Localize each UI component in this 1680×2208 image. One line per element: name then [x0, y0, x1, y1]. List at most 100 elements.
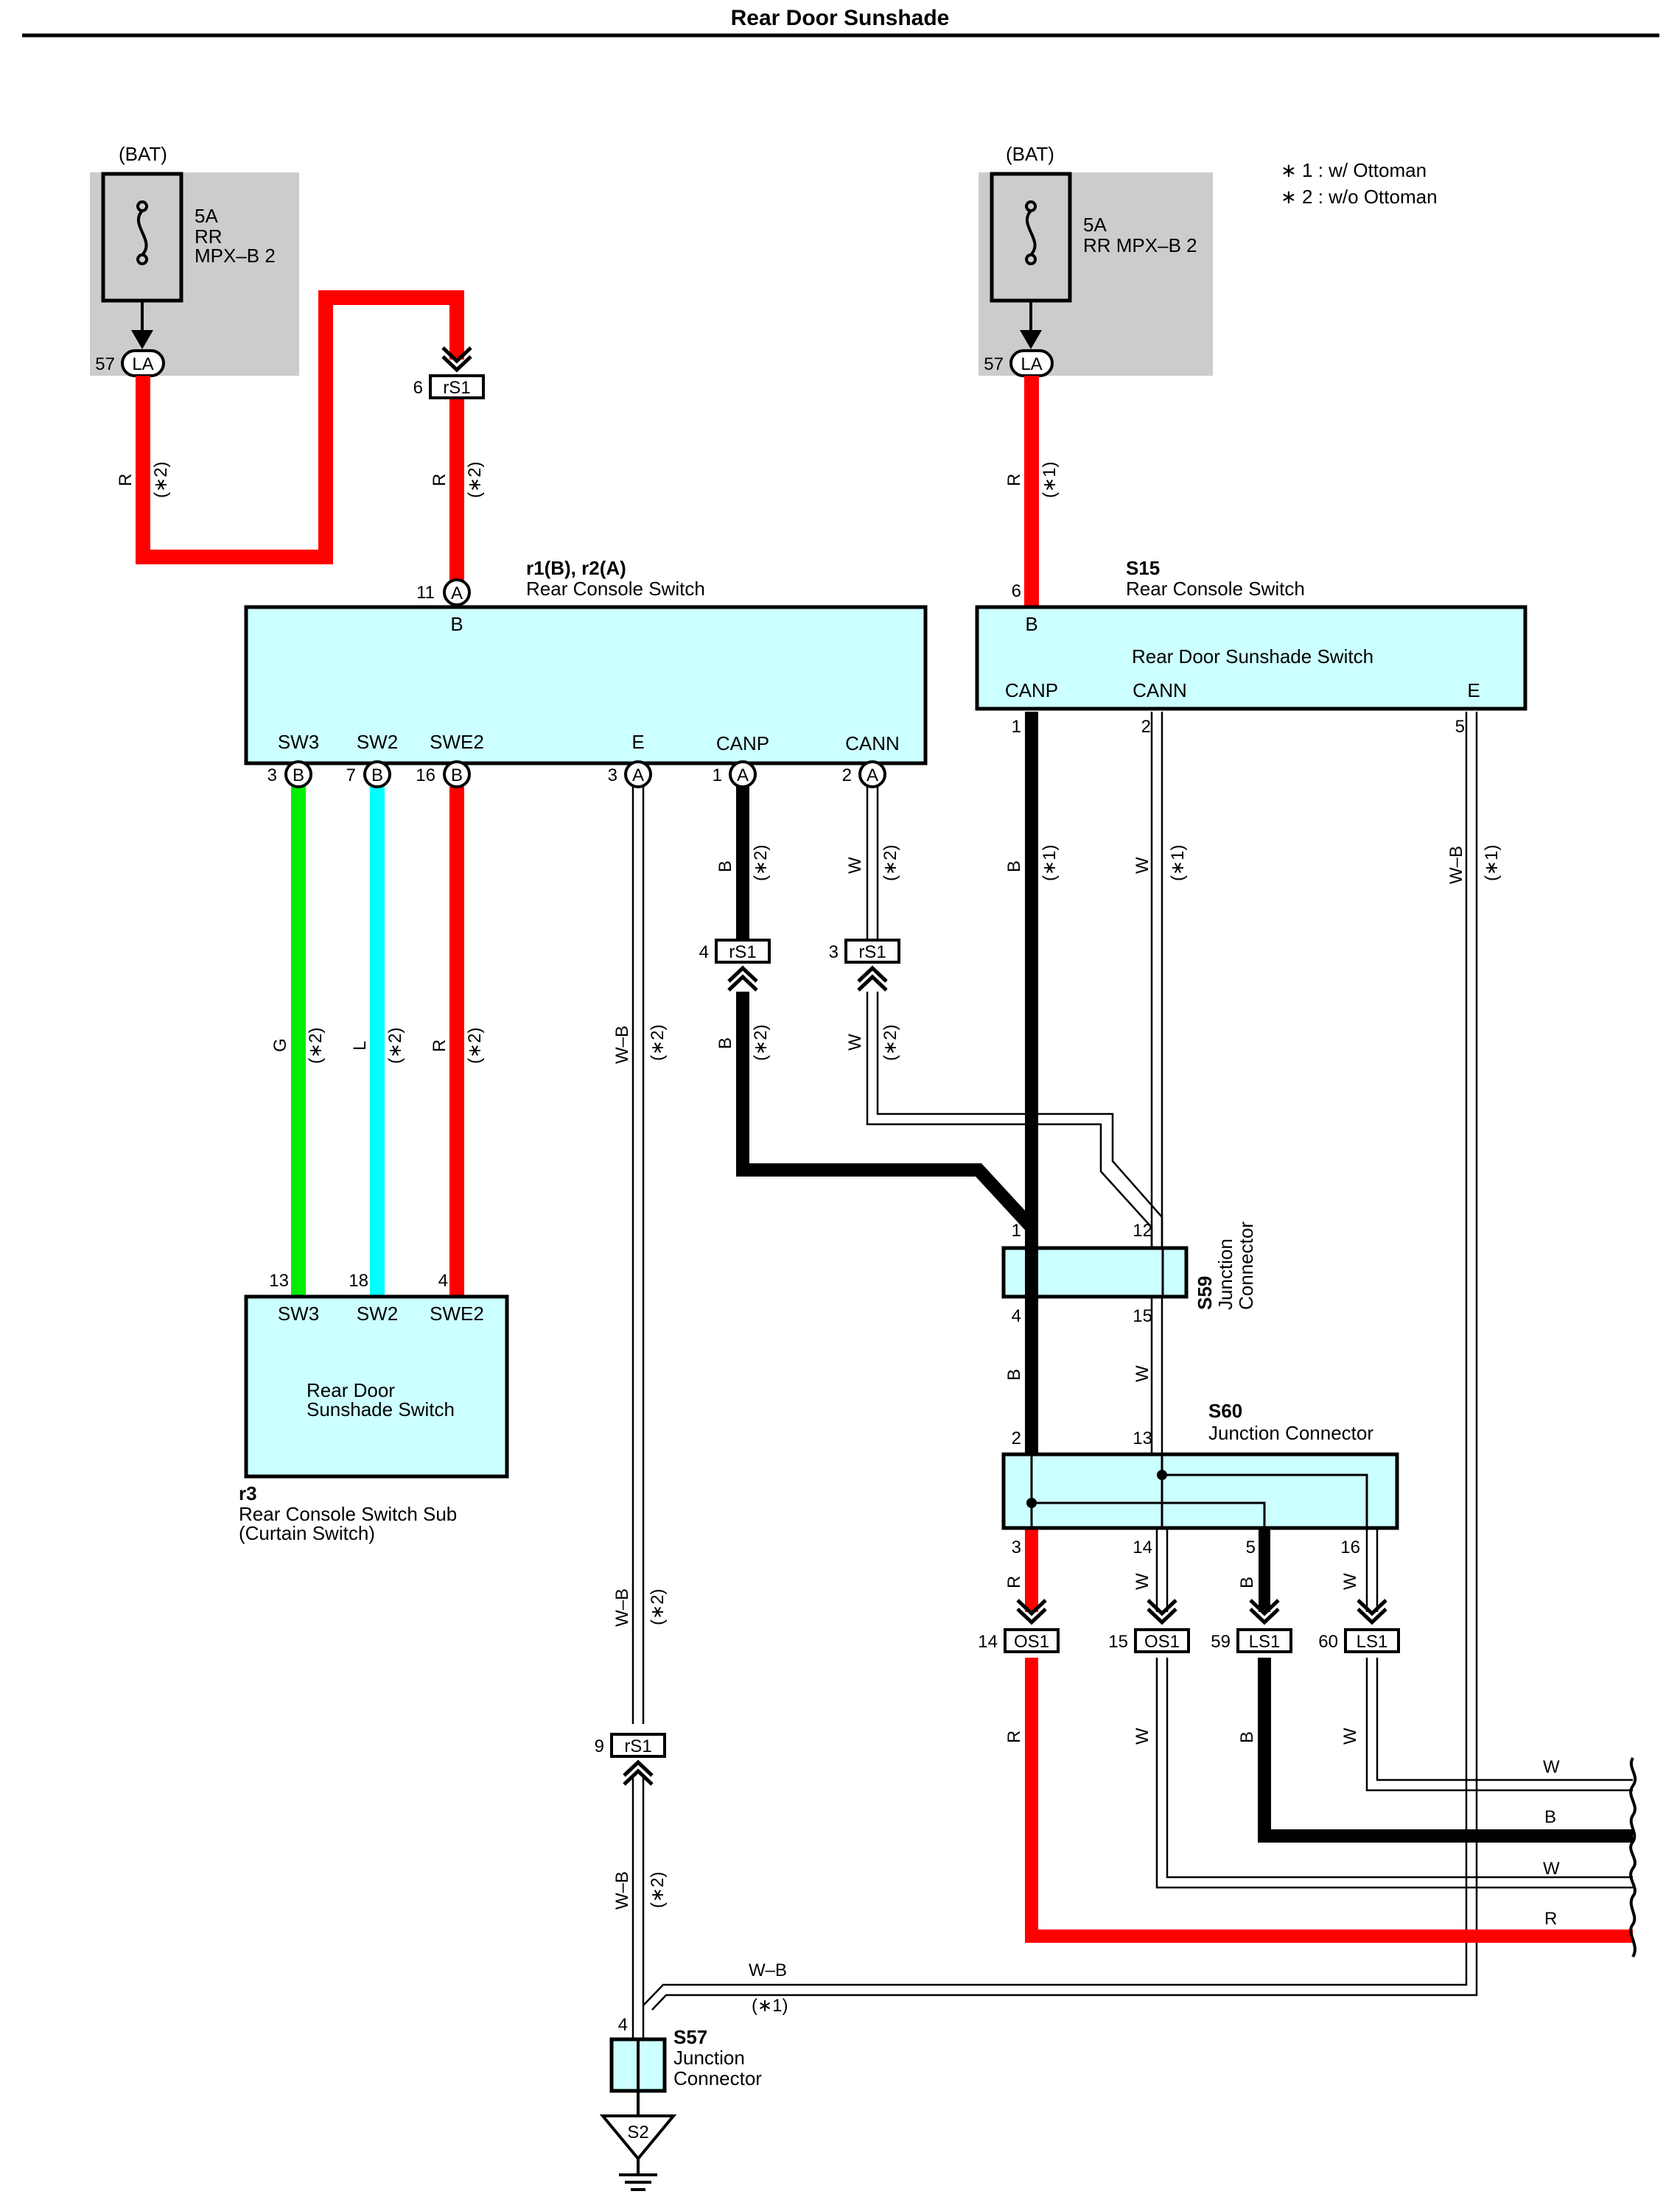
wire-note: (∗2): [881, 1025, 900, 1061]
console-switch-right: S15 Rear Console Switch 6 B Rear Door Su…: [975, 557, 1527, 737]
wire-note: (∗2): [648, 1589, 668, 1625]
wire-white-cann-left: [866, 787, 1163, 1248]
fuse-name-1: RR MPX–B 2: [1083, 234, 1197, 256]
connector-name: rS1: [624, 1736, 651, 1756]
component-name: Junction: [673, 2047, 745, 2069]
fuse-icon: [1025, 200, 1037, 265]
edge-wire-label: R: [1544, 1909, 1557, 1929]
connector-a: [858, 760, 886, 788]
wire-note: (∗2): [306, 1028, 326, 1064]
wire-note: (∗2): [648, 1872, 668, 1908]
male-terminal-icon: [1016, 1599, 1047, 1625]
connector-rs1: [715, 939, 771, 964]
rs1-top: rS1 6: [413, 346, 485, 399]
pin-number: 11: [416, 583, 435, 603]
wire-label: B: [1004, 861, 1024, 872]
wire-red-to-edge: [1025, 1658, 1633, 1943]
pin-number: 5: [1246, 1538, 1256, 1557]
pin-number: 1: [1012, 1221, 1021, 1241]
wire-black-canp-route: [736, 992, 1037, 1233]
pin-label: CANN: [1133, 679, 1187, 701]
connector-name: rS1: [858, 942, 886, 962]
wires: [136, 290, 1633, 2039]
wire-white-to-edge-2: [1365, 1658, 1633, 1792]
wire-label: R: [430, 1040, 449, 1052]
wire-label: W: [1133, 1573, 1152, 1590]
wire-note: (∗1): [1168, 845, 1188, 881]
connector-os1: [1004, 1628, 1060, 1653]
internal-bus: [1030, 1454, 1368, 1528]
wire-white-out-16: [1365, 1528, 1379, 1612]
pin-number: 59: [1211, 1632, 1231, 1652]
pin-label: CANP: [716, 732, 769, 754]
pin-number: 9: [595, 1736, 604, 1756]
console-switch-left: r1(B), r2(A) Rear Console Switch 11 A B …: [244, 557, 928, 788]
component-name: Rear Console Switch: [526, 578, 705, 600]
connector-a: [624, 760, 652, 788]
wire-label: W–B: [612, 1588, 632, 1627]
edge-wire-label: W: [1543, 1757, 1560, 1777]
pin-label: SWE2: [430, 1303, 484, 1325]
component-name: Junction: [1214, 1238, 1236, 1310]
rs1-ground: rS1 9: [595, 1733, 666, 1786]
edge-wire-label: B: [1544, 1807, 1556, 1827]
wire-label: W–B: [749, 1960, 787, 1980]
wire-note: (∗2): [881, 845, 900, 881]
note-ottoman: ∗ 1 : w/ Ottoman: [1281, 159, 1427, 181]
component-body: [244, 1294, 509, 1479]
wire-label: W–B: [1446, 846, 1466, 884]
wire-white-cann-right: [1150, 712, 1163, 1453]
pin-label: SWE2: [430, 731, 484, 753]
junction-s59: 1 12 4 15 S59 Junction Connector: [1001, 1221, 1257, 1326]
connector-name: OS1: [1144, 1632, 1180, 1652]
sub-switch-r3: 13 18 4 SW3 SW2 SWE2 Rear Door Sunshade …: [239, 1271, 509, 1544]
ground-s2: S2: [599, 2114, 677, 2191]
pin-number: 4: [618, 2015, 628, 2035]
fuse-icon: [136, 200, 149, 265]
output-connectors: OS1 14 OS1 15 LS1 59 LS1 60: [978, 1599, 1400, 1653]
wire-label: B: [715, 861, 735, 872]
component-name: (Curtain Switch): [239, 1522, 375, 1544]
connector-letter: A: [632, 765, 644, 785]
connector-a: [443, 578, 471, 606]
pin-number: 3: [829, 942, 839, 962]
component-inner-name: Sunshade Switch: [307, 1398, 455, 1420]
fuse-name-1: RR: [195, 225, 223, 248]
connector-letter: A: [867, 765, 878, 785]
wire-note: (∗2): [465, 462, 485, 498]
male-terminal-icon: [1249, 1599, 1280, 1625]
pin-label: CANP: [1005, 679, 1058, 701]
wire-label: R: [116, 474, 136, 486]
connector-b: [363, 760, 391, 788]
junction-s57: 4 S57 Junction Connector: [609, 2015, 762, 2116]
connector-a: [729, 760, 757, 788]
wire-wb-right-e: [643, 712, 1478, 2011]
connector-name: OS1: [1014, 1632, 1049, 1652]
pin-number: 2: [1141, 717, 1151, 737]
pin-label: SW3: [278, 1303, 319, 1325]
wire-wb-ground-left: [631, 785, 645, 2039]
fuse-source-label: (BAT): [1006, 143, 1054, 165]
pin-number: 13: [269, 1271, 289, 1291]
wire-label: B: [715, 1037, 735, 1049]
wire-note: (∗1): [752, 1996, 788, 2016]
male-terminal-icon: [441, 346, 472, 373]
pin-number: 15: [1133, 1306, 1152, 1326]
connector-la-label: LA: [132, 354, 153, 374]
wire-label: W: [1133, 1365, 1152, 1382]
wire-label: L: [350, 1041, 370, 1051]
wire-note: (∗1): [1482, 845, 1502, 881]
pin-number: 12: [1133, 1221, 1152, 1241]
male-terminal-icon: [1357, 1599, 1387, 1625]
fuse-box-bg: [979, 172, 1213, 376]
component-id: r3: [239, 1482, 257, 1504]
connector-rs1: [844, 939, 900, 964]
pin-number: 5: [1455, 717, 1465, 737]
wire-label: G: [270, 1038, 290, 1052]
connector-name: LS1: [1249, 1632, 1281, 1652]
wire-note: (∗2): [751, 1025, 771, 1061]
connector-la-label: LA: [1021, 354, 1042, 374]
pin-number: 3: [1012, 1538, 1021, 1557]
component-inner-name: Rear Door Sunshade Switch: [1132, 645, 1373, 667]
